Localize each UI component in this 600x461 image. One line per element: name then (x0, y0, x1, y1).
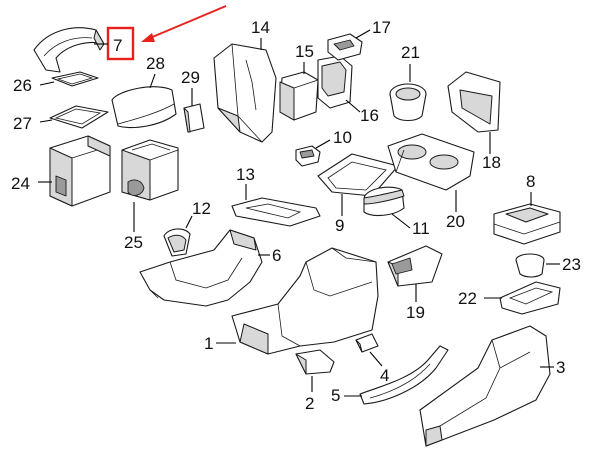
part-5-trim-strip (359, 345, 449, 405)
callout-11: 11 (412, 219, 430, 238)
part-12-insert (163, 228, 191, 257)
part-21-cup-holder (389, 83, 427, 122)
callout-7: 7 (113, 36, 122, 55)
callout-6: 6 (272, 246, 281, 265)
part-1-console-body (231, 247, 379, 355)
callout-22: 22 (458, 289, 477, 308)
part-10-connector (295, 145, 321, 167)
part-24-storage-bin (49, 135, 111, 207)
part-8-switch-panel (493, 203, 561, 245)
leader-11 (391, 213, 411, 229)
callout-14: 14 (251, 18, 270, 37)
callout-15: 15 (295, 42, 314, 61)
part-3-side-panel (419, 325, 551, 447)
part-13-panel (231, 197, 321, 227)
callout-5: 5 (331, 386, 340, 405)
part-28-armrest (111, 86, 177, 129)
part-25-console-housing (121, 139, 179, 201)
part-15-module (279, 71, 319, 121)
callout-12: 12 (192, 199, 211, 218)
callout-18: 18 (482, 153, 501, 172)
leader-16 (345, 99, 361, 113)
part-17-switch (327, 33, 363, 61)
part-26-mat (51, 71, 99, 87)
leader-12 (185, 215, 193, 229)
callout-19: 19 (406, 303, 425, 322)
leader-4 (369, 351, 383, 367)
part-9-tray-frame (317, 153, 399, 197)
callout-23: 23 (562, 255, 581, 274)
callout-20: 20 (446, 212, 465, 231)
callout-24: 24 (11, 174, 30, 193)
leader-10 (315, 139, 331, 149)
part-7-lid-trim (33, 27, 105, 73)
leader-17 (355, 29, 371, 39)
callout-2: 2 (305, 394, 314, 413)
callout-21: 21 (401, 43, 420, 62)
part-20-cup-tray (387, 133, 475, 191)
callout-28: 28 (146, 54, 165, 73)
callout-3: 3 (556, 358, 565, 377)
callout-17: 17 (372, 18, 391, 37)
callout-8: 8 (526, 172, 535, 191)
part-2-bracket (295, 349, 335, 375)
part-14-side-panel (213, 43, 277, 143)
callout-27: 27 (13, 114, 32, 133)
part-29-latch (183, 103, 205, 133)
part-18-bezel (447, 71, 501, 133)
callout-10: 10 (333, 128, 352, 147)
leader-27 (39, 119, 53, 123)
callout-1: 1 (204, 334, 213, 353)
callout-4: 4 (380, 366, 389, 385)
part-6-bracket (139, 229, 263, 307)
callout-13: 13 (236, 165, 255, 184)
part-22-mat (499, 281, 561, 315)
leader-28 (149, 73, 156, 89)
part-23-cup (515, 253, 545, 278)
callout-9: 9 (335, 216, 344, 235)
callout-25: 25 (124, 233, 143, 252)
part-27-tray (49, 105, 109, 129)
part-19-pocket (387, 245, 443, 287)
part-4-clip (355, 333, 379, 353)
leader-26 (39, 81, 55, 86)
callout-16: 16 (360, 106, 379, 125)
part-11-pad (363, 186, 405, 217)
highlight-arrow (149, 5, 227, 39)
callout-26: 26 (13, 76, 32, 95)
highlight-arrow-head (141, 33, 155, 42)
callout-29: 29 (181, 68, 200, 87)
